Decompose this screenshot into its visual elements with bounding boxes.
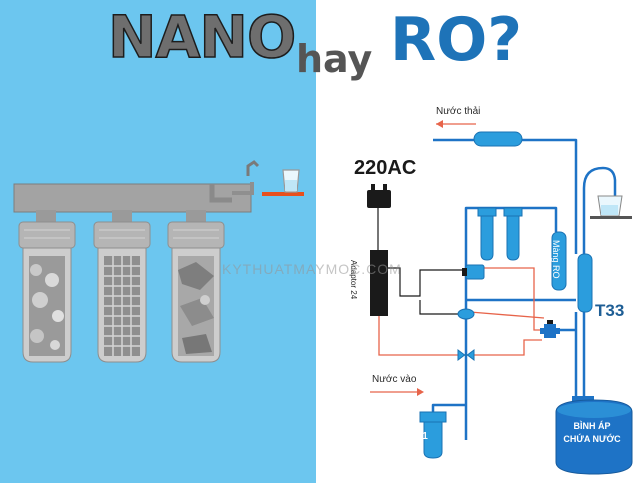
nano-cartridge-2 bbox=[93, 221, 151, 363]
membrane-label: Màng RO bbox=[551, 240, 561, 279]
water-in-arrow bbox=[370, 388, 424, 396]
four-way-valve bbox=[540, 320, 560, 338]
flow-restrictor bbox=[473, 131, 523, 147]
ro-shelf bbox=[590, 216, 632, 219]
ro-system bbox=[367, 120, 633, 475]
ro-membrane bbox=[551, 231, 567, 291]
waste-water-arrow bbox=[436, 120, 476, 128]
t33-filter bbox=[577, 253, 593, 313]
waste-water-label: Nước thải bbox=[436, 106, 481, 117]
filter-1-number: 1 bbox=[422, 431, 428, 442]
pump bbox=[462, 264, 485, 280]
adaptor-box bbox=[370, 250, 388, 316]
pressure-switch bbox=[457, 308, 475, 320]
title-nano: NANO bbox=[107, 3, 297, 71]
nano-cartridge-1 bbox=[18, 221, 76, 363]
title-ro: RO? bbox=[390, 5, 523, 75]
nano-shelf bbox=[262, 192, 304, 196]
nano-filter-system bbox=[13, 160, 304, 363]
nano-faucet-pipe bbox=[232, 182, 254, 195]
power-wires bbox=[377, 208, 462, 315]
tank-label: BÌNH ÁP CHỨA NƯỚC bbox=[563, 421, 621, 444]
t33-label: T33 bbox=[595, 301, 625, 320]
nano-cartridge-3 bbox=[167, 221, 225, 363]
filter-2 bbox=[477, 207, 497, 261]
title-hay: hay bbox=[296, 37, 373, 81]
watermark: KYTHUATMAYMOC.COM bbox=[222, 261, 402, 277]
power-label: 220AC bbox=[354, 157, 417, 179]
filter-2-number: 2 bbox=[494, 233, 500, 244]
solenoid-valve bbox=[457, 349, 475, 361]
nano-faucet bbox=[246, 160, 260, 176]
filter-1 bbox=[419, 411, 447, 459]
filter-3 bbox=[503, 207, 523, 261]
storage-tank bbox=[555, 396, 633, 475]
filter-3-number: 3 bbox=[521, 233, 527, 244]
water-in-label: Nước vào bbox=[372, 374, 417, 385]
power-plug-icon bbox=[367, 184, 391, 208]
signal-wires bbox=[378, 267, 545, 356]
